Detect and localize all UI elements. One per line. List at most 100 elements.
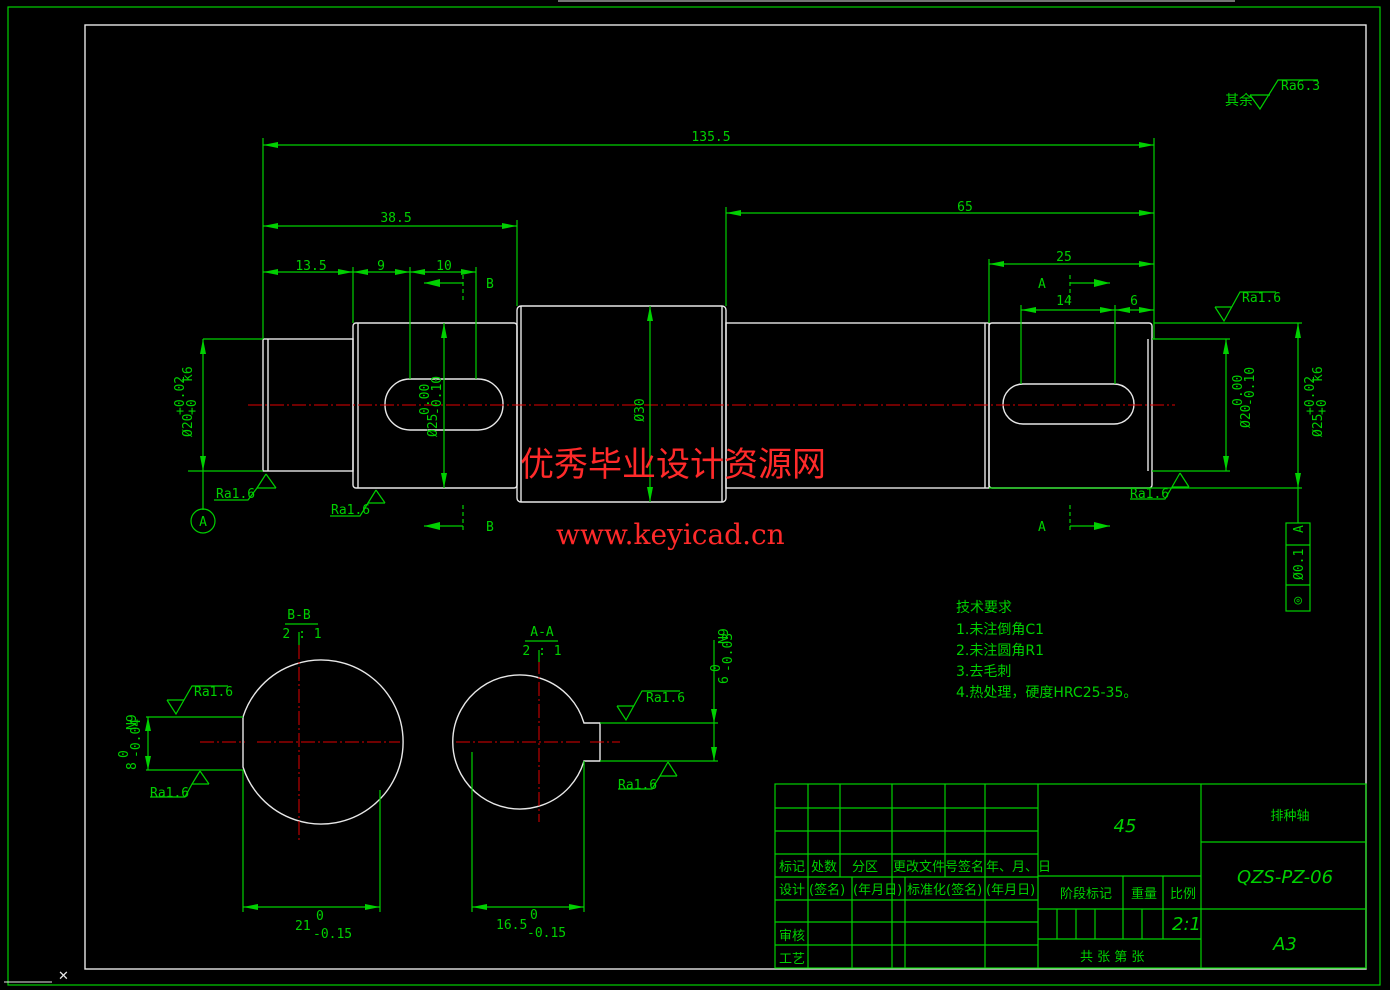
tb-header-0: 标记 xyxy=(779,860,805,875)
bb-width: 21 xyxy=(295,919,311,934)
tb-review: 审核 xyxy=(779,929,805,944)
tb-sheet-count: 共 张 第 张 xyxy=(1080,950,1144,965)
tb-design-2: (年月日) xyxy=(853,883,902,898)
watermark-url: www.keyicad.cn xyxy=(556,518,785,551)
dim-65: 65 xyxy=(957,200,973,215)
tech-item-3: 3.去毛刺 xyxy=(956,664,1011,680)
tb-process: 工艺 xyxy=(779,952,805,967)
aa-width-tol-upper: 0 xyxy=(530,908,538,923)
section-a-top: A xyxy=(1038,277,1046,292)
dim-13: 13.5 xyxy=(295,259,326,274)
title-block-text: 标记 处数 分区 更改文件号 签名 年、月、日 设计 (签名) (年月日) 标准… xyxy=(779,809,1333,967)
tb-design-5: (年月日) xyxy=(986,883,1035,898)
dim-left-journal: Ø20 xyxy=(181,414,196,437)
outer-frame xyxy=(7,6,1381,986)
dim-right-journal-tol-upper: +0.02 xyxy=(1303,376,1318,415)
aa-width-tol-lower: -0.15 xyxy=(527,926,566,941)
tech-item-1: 1.未注倒角C1 xyxy=(956,622,1044,638)
aa-width: 16.5 xyxy=(496,918,527,933)
tb-header-4: 签名 xyxy=(958,859,984,875)
aa-key-fit: N9 xyxy=(717,628,732,644)
roughness-rest: 其余 Ra6.3 xyxy=(1225,79,1320,111)
tb-design-3: 标准化 xyxy=(907,883,946,898)
concentricity-icon: ◎ xyxy=(1294,593,1302,608)
tb-header-5: 年、月、日 xyxy=(986,860,1051,875)
dim-phi30: Ø30 xyxy=(633,398,648,421)
tb-part-name: 排种轴 xyxy=(1270,809,1309,824)
dim-left-journal-tol-lower: +0 xyxy=(185,399,200,415)
tb-header-1: 处数 xyxy=(811,860,837,875)
dim-left-key-dia: Ø25 xyxy=(426,414,441,437)
ra-right-bottom: Ra1.6 xyxy=(1130,487,1169,502)
bb-title: B-B xyxy=(287,608,311,623)
aa-key-dim: 6 xyxy=(717,676,732,684)
tolerance-frame: ◎ Ø0.1 A xyxy=(1285,522,1311,612)
section-b-bottom: B xyxy=(486,520,494,535)
roughness-rest-value: Ra6.3 xyxy=(1281,79,1320,94)
tb-design-4: (签名) xyxy=(946,882,982,898)
dim-left-key-tol-lower: -0.10 xyxy=(430,376,445,415)
tb-header-2: 分区 xyxy=(852,860,878,875)
ra-left-journal: Ra1.6 xyxy=(216,487,255,502)
section-bb: B-B 2 : 1 8 0 -0.04 N9 21 0 -0.15 Ra1.6 … xyxy=(117,608,404,942)
dim-right-journal-fit: k6 xyxy=(1311,366,1326,382)
tb-scale-value: 2:1 xyxy=(1172,914,1201,935)
tb-drawing-no: QZS-PZ-06 xyxy=(1237,867,1333,888)
close-icon[interactable]: ✕ xyxy=(58,969,69,984)
tb-material: 45 xyxy=(1114,816,1137,837)
dim-left-journal-fit: k6 xyxy=(181,366,196,382)
bb-key-tol-lower: -0.04 xyxy=(129,719,144,758)
tolerance-value: Ø0.1 xyxy=(1292,549,1307,580)
tb-header-3: 更改文件号 xyxy=(893,860,958,875)
tb-stage-label: 阶段标记 xyxy=(1060,887,1112,902)
tech-item-2: 2.未注圆角R1 xyxy=(956,643,1044,659)
bb-width-tol-lower: -0.15 xyxy=(313,927,352,942)
roughness-rest-label: 其余 xyxy=(1225,92,1253,109)
roughness-symbols: Ra1.6 Ra1.6 Ra1.6 Ra1.6 xyxy=(214,291,1281,518)
dim-right-key-dia: Ø20 xyxy=(1239,405,1254,428)
dim-9: 9 xyxy=(377,259,385,274)
ra-right-top: Ra1.6 xyxy=(1242,291,1281,306)
tb-design-1: (签名) xyxy=(809,882,845,898)
aa-title: A-A xyxy=(530,625,554,640)
bb-width-tol-upper: 0 xyxy=(316,909,324,924)
ra-aa-top: Ra1.6 xyxy=(646,691,685,706)
watermark-title: 优秀毕业设计资源网 xyxy=(520,445,826,485)
section-b-top: B xyxy=(486,277,494,292)
dim-overall: 135.5 xyxy=(691,130,730,145)
dim-left-journal-tol-upper: +0.02 xyxy=(173,376,188,415)
tb-sheet-size: A3 xyxy=(1272,934,1297,955)
dim-right-key-tol-lower: -0.10 xyxy=(1243,367,1258,406)
aa-key-tol-lower: -0.03 xyxy=(721,633,736,672)
aa-scale: 2 : 1 xyxy=(522,644,561,659)
ra-bb-top: Ra1.6 xyxy=(194,685,233,700)
section-a-bottom: A xyxy=(1038,520,1046,535)
dim-14: 14 xyxy=(1056,294,1072,309)
tb-scale-label: 比例 xyxy=(1170,887,1196,902)
title-block xyxy=(774,783,1367,969)
dim-25: 25 xyxy=(1056,250,1072,265)
dim-6: 6 xyxy=(1130,294,1138,309)
dimension-lines xyxy=(188,138,1302,530)
right-keyway xyxy=(1002,383,1135,425)
tb-design-0: 设计 xyxy=(779,883,805,898)
dim-10: 10 xyxy=(436,259,452,274)
inner-frame xyxy=(84,24,1367,970)
bb-key-tol-upper: 0 xyxy=(117,750,132,758)
tech-item-4: 4.热处理，硬度HRC25-35。 xyxy=(956,685,1137,701)
bb-scale: 2 : 1 xyxy=(282,627,321,642)
bb-key-dim: 8 xyxy=(125,762,140,770)
tb-weight-label: 重量 xyxy=(1131,886,1157,902)
tolerance-datum: A xyxy=(1292,525,1307,533)
dim-right-journal-tol-lower: +0 xyxy=(1315,399,1330,415)
ra-left-key: Ra1.6 xyxy=(331,503,370,518)
datum-circle xyxy=(190,508,216,534)
dim-left-key-tol-upper: 0.00 xyxy=(418,384,433,415)
section-aa: A-A 2 : 1 6 0 -0.03 N9 16.5 0 -0.15 Ra1.… xyxy=(452,625,736,941)
aa-key-tol-upper: 0 xyxy=(709,664,724,672)
dim-right-journal: Ø25 xyxy=(1311,414,1326,437)
bb-key-fit: N9 xyxy=(125,714,140,730)
ra-bb-bottom: Ra1.6 xyxy=(150,786,189,801)
ra-aa-bottom: Ra1.6 xyxy=(618,778,657,793)
